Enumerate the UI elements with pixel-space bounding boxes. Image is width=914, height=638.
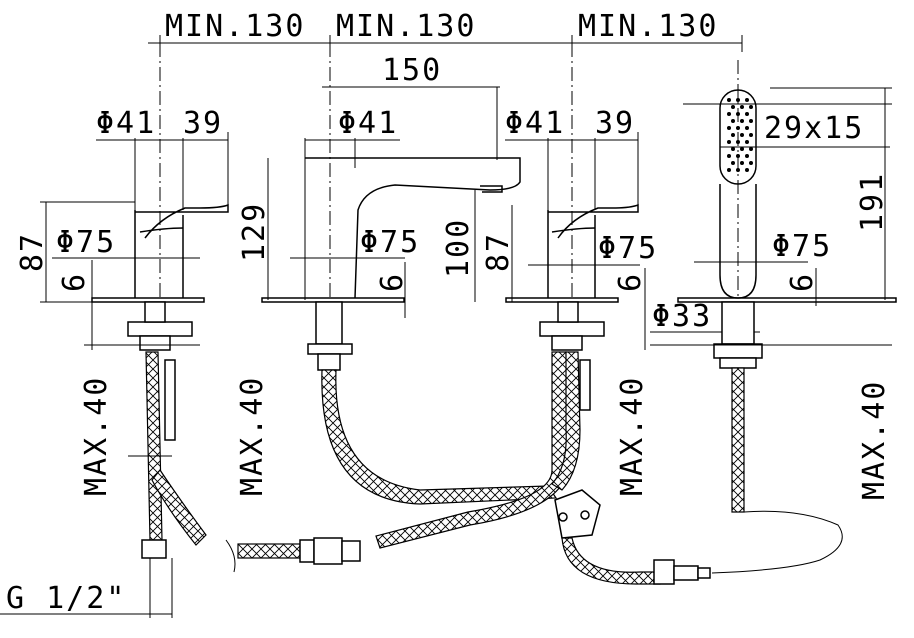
min130-label-c: MIN.130 xyxy=(578,9,718,44)
six-center-label: 6 xyxy=(375,272,410,292)
dia41-center-label: Φ41 xyxy=(338,106,398,141)
right-mixer: Φ41 39 87 Φ75 6 MAX.40 xyxy=(375,106,658,549)
thread-label: G 1/2" xyxy=(6,581,126,616)
max40-right-label: MAX.40 xyxy=(615,376,650,496)
six-left-label: 6 xyxy=(57,272,92,292)
spacing-150-label: 150 xyxy=(382,53,442,88)
center-spout: Φ41 129 100 Φ75 6 MAX.40 xyxy=(235,106,558,505)
diverter-and-hoses xyxy=(225,370,843,585)
max40-center-label: MAX.40 xyxy=(235,376,270,496)
left-mixer: Φ41 39 87 Φ75 6 MAX.40 G 1/2" xyxy=(0,106,229,618)
w39-left-label: 39 xyxy=(183,106,223,141)
h191-label: 191 xyxy=(855,172,890,232)
dia41-left-label: Φ41 xyxy=(96,106,156,141)
dia75-left-label: Φ75 xyxy=(56,225,116,260)
min130-label-a: MIN.130 xyxy=(165,9,305,44)
shower-nozzles xyxy=(727,98,753,172)
dia75-right-label: Φ75 xyxy=(598,231,658,266)
h100-label: 100 xyxy=(441,218,476,278)
dia75-shower-label: Φ75 xyxy=(772,229,832,264)
six-right-label: 6 xyxy=(613,272,648,292)
spacing-150-dimension: 150 xyxy=(322,53,500,160)
w39-right-label: 39 xyxy=(595,106,635,141)
h87-left-label: 87 xyxy=(15,232,50,272)
hand-shower: 29x15 191 Φ75 6 Φ33 MAX.40 xyxy=(650,87,897,513)
six-shower-label: 6 xyxy=(785,272,820,292)
h129-label: 129 xyxy=(237,202,272,262)
h87-right-label: 87 xyxy=(481,232,516,272)
dia75-center-label: Φ75 xyxy=(360,225,420,260)
max40-left-label: MAX.40 xyxy=(79,376,114,496)
dia33-label: Φ33 xyxy=(652,299,712,334)
dia41-right-label: Φ41 xyxy=(505,106,565,141)
min130-label-b: MIN.130 xyxy=(336,9,476,44)
hand-29x15-label: 29x15 xyxy=(764,111,864,146)
max40-shower-label: MAX.40 xyxy=(857,380,892,500)
min130-dimension: MIN.130 MIN.130 MIN.130 xyxy=(148,9,743,52)
